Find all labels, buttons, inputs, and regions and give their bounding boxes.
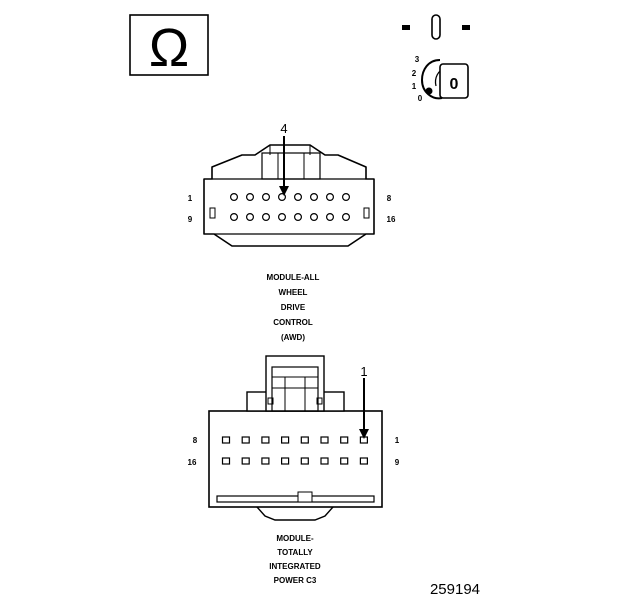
ignition-position-0: 0 [418, 94, 423, 103]
key-glyph: 0 [450, 76, 459, 93]
pin-cavity [261, 457, 270, 465]
connector-awd-pins [230, 193, 351, 222]
pin-label-8: 8 [193, 436, 198, 445]
pin-cavity [300, 457, 309, 465]
pin-label-1: 1 [188, 194, 193, 203]
svg-text:MODULE-: MODULE- [276, 534, 314, 543]
connector-awd: 4 1 8 9 16 MODULE-ALL WHEEL DRIVE CONTRO… [188, 121, 396, 342]
svg-text:POWER C3: POWER C3 [274, 576, 317, 585]
ignition-position-2: 2 [412, 69, 417, 78]
svg-text:CONTROL: CONTROL [273, 318, 313, 327]
ignition-position-3: 3 [415, 55, 420, 64]
pin-cavity [340, 436, 349, 444]
pin-cavity [359, 457, 368, 465]
pin-cavity [278, 213, 287, 222]
pin-cavity [261, 436, 270, 444]
pin-cavity [241, 436, 250, 444]
pin-cavity [221, 436, 231, 444]
connector-tipm-housing [208, 355, 383, 521]
svg-text:DRIVE: DRIVE [281, 303, 306, 312]
pin-label-16: 16 [188, 458, 197, 467]
svg-text:(AWD): (AWD) [281, 333, 305, 342]
pin-label-1: 1 [395, 436, 400, 445]
pin-label-9: 9 [188, 215, 193, 224]
svg-text:INTEGRATED: INTEGRATED [269, 562, 321, 571]
pin-cavity [300, 436, 309, 444]
connector-tipm-c3: 1 8 1 16 9 MODULE- TOTALLY INTEGRATED PO… [188, 355, 400, 585]
ignition-position-1: 1 [412, 82, 417, 91]
svg-text:TOTALLY: TOTALLY [277, 548, 313, 557]
pin-cavity [221, 457, 231, 465]
pin-cavity [320, 457, 329, 465]
ignition-key-icon: 3 2 1 0 0 [402, 14, 470, 103]
callout-label-1: 1 [360, 364, 367, 379]
svg-text:MODULE-ALL: MODULE-ALL [267, 273, 320, 282]
pin-cavity [262, 213, 271, 222]
pin-cavity [281, 457, 290, 465]
pin-label-8: 8 [387, 194, 392, 203]
ohm-symbol: Ω [149, 18, 189, 78]
callout-arrow-4 [279, 136, 289, 196]
pin-cavity [246, 213, 255, 222]
ohmmeter-icon: Ω [129, 14, 209, 78]
figure-id: 259194 [430, 581, 480, 598]
pin-cavity [342, 213, 351, 222]
callout-arrow-1 [359, 378, 369, 439]
pin-cavity [326, 213, 335, 222]
pin-cavity [294, 213, 303, 222]
pin-cavity [310, 193, 319, 202]
pin-cavity [320, 436, 329, 444]
pin-cavity [230, 213, 239, 222]
pin-cavity [230, 193, 239, 202]
pin-cavity [310, 213, 319, 222]
connector-awd-housing [203, 144, 375, 247]
pin-cavity [246, 193, 255, 202]
svg-text:WHEEL: WHEEL [279, 288, 308, 297]
pin-cavity [294, 193, 303, 202]
pin-cavity [326, 193, 335, 202]
connector-tipm-pins [221, 436, 368, 465]
pin-cavity [262, 193, 271, 202]
callout-label-4: 4 [280, 121, 287, 136]
pin-label-16: 16 [387, 215, 396, 224]
pin-label-9: 9 [395, 458, 400, 467]
pin-cavity [281, 436, 290, 444]
connector-tipm-title: MODULE- TOTALLY INTEGRATED POWER C3 [269, 534, 321, 585]
connector-awd-title: MODULE-ALL WHEEL DRIVE CONTROL (AWD) [267, 273, 320, 342]
pin-cavity [342, 193, 351, 202]
pin-cavity [241, 457, 250, 465]
pin-cavity [340, 457, 349, 465]
